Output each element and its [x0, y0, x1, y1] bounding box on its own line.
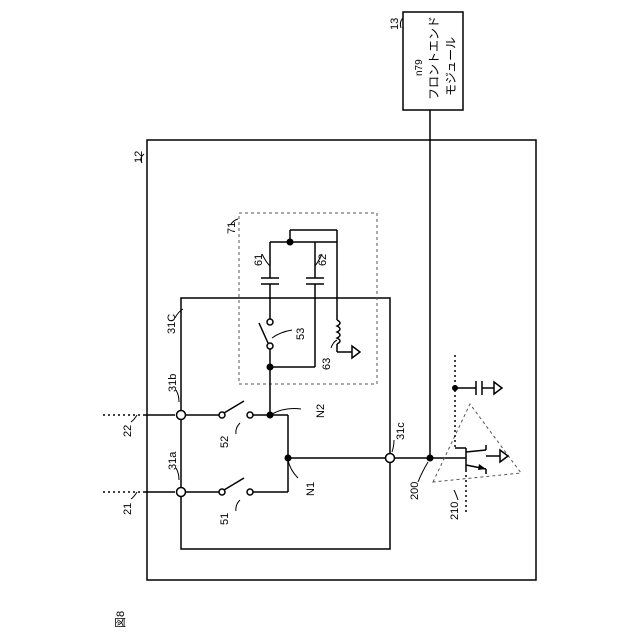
inductor-63-label: 63	[321, 358, 333, 370]
switch-ic-ref: 31C	[166, 314, 178, 334]
switch-52-contact-b	[247, 412, 253, 418]
inductor-63	[337, 320, 340, 344]
line-200-leader	[418, 462, 428, 482]
switch-51-label: 51	[219, 513, 231, 525]
transistor-collector	[466, 450, 486, 452]
switch-ic-box	[181, 298, 390, 549]
terminal-31a	[177, 488, 186, 497]
front-end-title-line1: フロントエンド	[427, 16, 441, 100]
terminal-31b	[177, 411, 186, 420]
switch-51-contact-b	[247, 489, 253, 495]
bias-ground-symbol	[494, 382, 502, 394]
switch-52-blade	[224, 401, 244, 413]
switch-53-leader	[272, 330, 292, 338]
filter-ref: 71	[226, 222, 238, 234]
front-end-title-line2: モジュール	[444, 37, 458, 96]
switch-51-leader	[236, 500, 240, 511]
amplifier-210-triangle	[433, 404, 521, 482]
front-end-ref: 13	[389, 18, 401, 30]
input-22-leader	[131, 415, 137, 422]
switch-53-blade	[259, 323, 268, 343]
node-n1-label: N1	[305, 482, 317, 496]
module-box	[147, 140, 536, 580]
switch-53-contact-top	[267, 319, 273, 325]
amplifier-210-leader	[454, 490, 458, 500]
switch-53-label: 53	[295, 328, 307, 340]
terminal-31c-label: 31c	[395, 422, 407, 440]
ground-63-symbol	[352, 346, 360, 358]
input-22-label: 22	[122, 425, 134, 437]
node-n1-leader	[288, 460, 298, 478]
module-ref: 12	[133, 151, 145, 163]
capacitor-61-label: 61	[253, 254, 265, 266]
switch-52-leader	[236, 423, 240, 434]
front-end-band: n79	[414, 59, 425, 76]
terminal-31a-label: 31a	[167, 451, 179, 470]
line-200-label: 200	[409, 482, 421, 500]
input-21-leader	[131, 492, 137, 499]
figure-label: 図8	[114, 611, 127, 628]
node-n2-label: N2	[315, 404, 327, 418]
switch-51-blade	[224, 478, 244, 490]
terminal-31b-label: 31b	[167, 374, 179, 392]
leader-63	[331, 340, 337, 348]
terminal-31c	[386, 454, 395, 463]
switch-53-contact-bottom	[267, 343, 273, 349]
input-21-label: 21	[122, 503, 134, 515]
transistor-arrow	[478, 464, 486, 470]
terminal-31c-leader	[392, 440, 394, 452]
switch-52-label: 52	[219, 436, 231, 448]
node-n2-leader	[272, 409, 301, 414]
capacitor-62-label: 62	[317, 254, 329, 266]
amplifier-210-label: 210	[449, 502, 461, 520]
supply-arrow	[500, 450, 508, 462]
